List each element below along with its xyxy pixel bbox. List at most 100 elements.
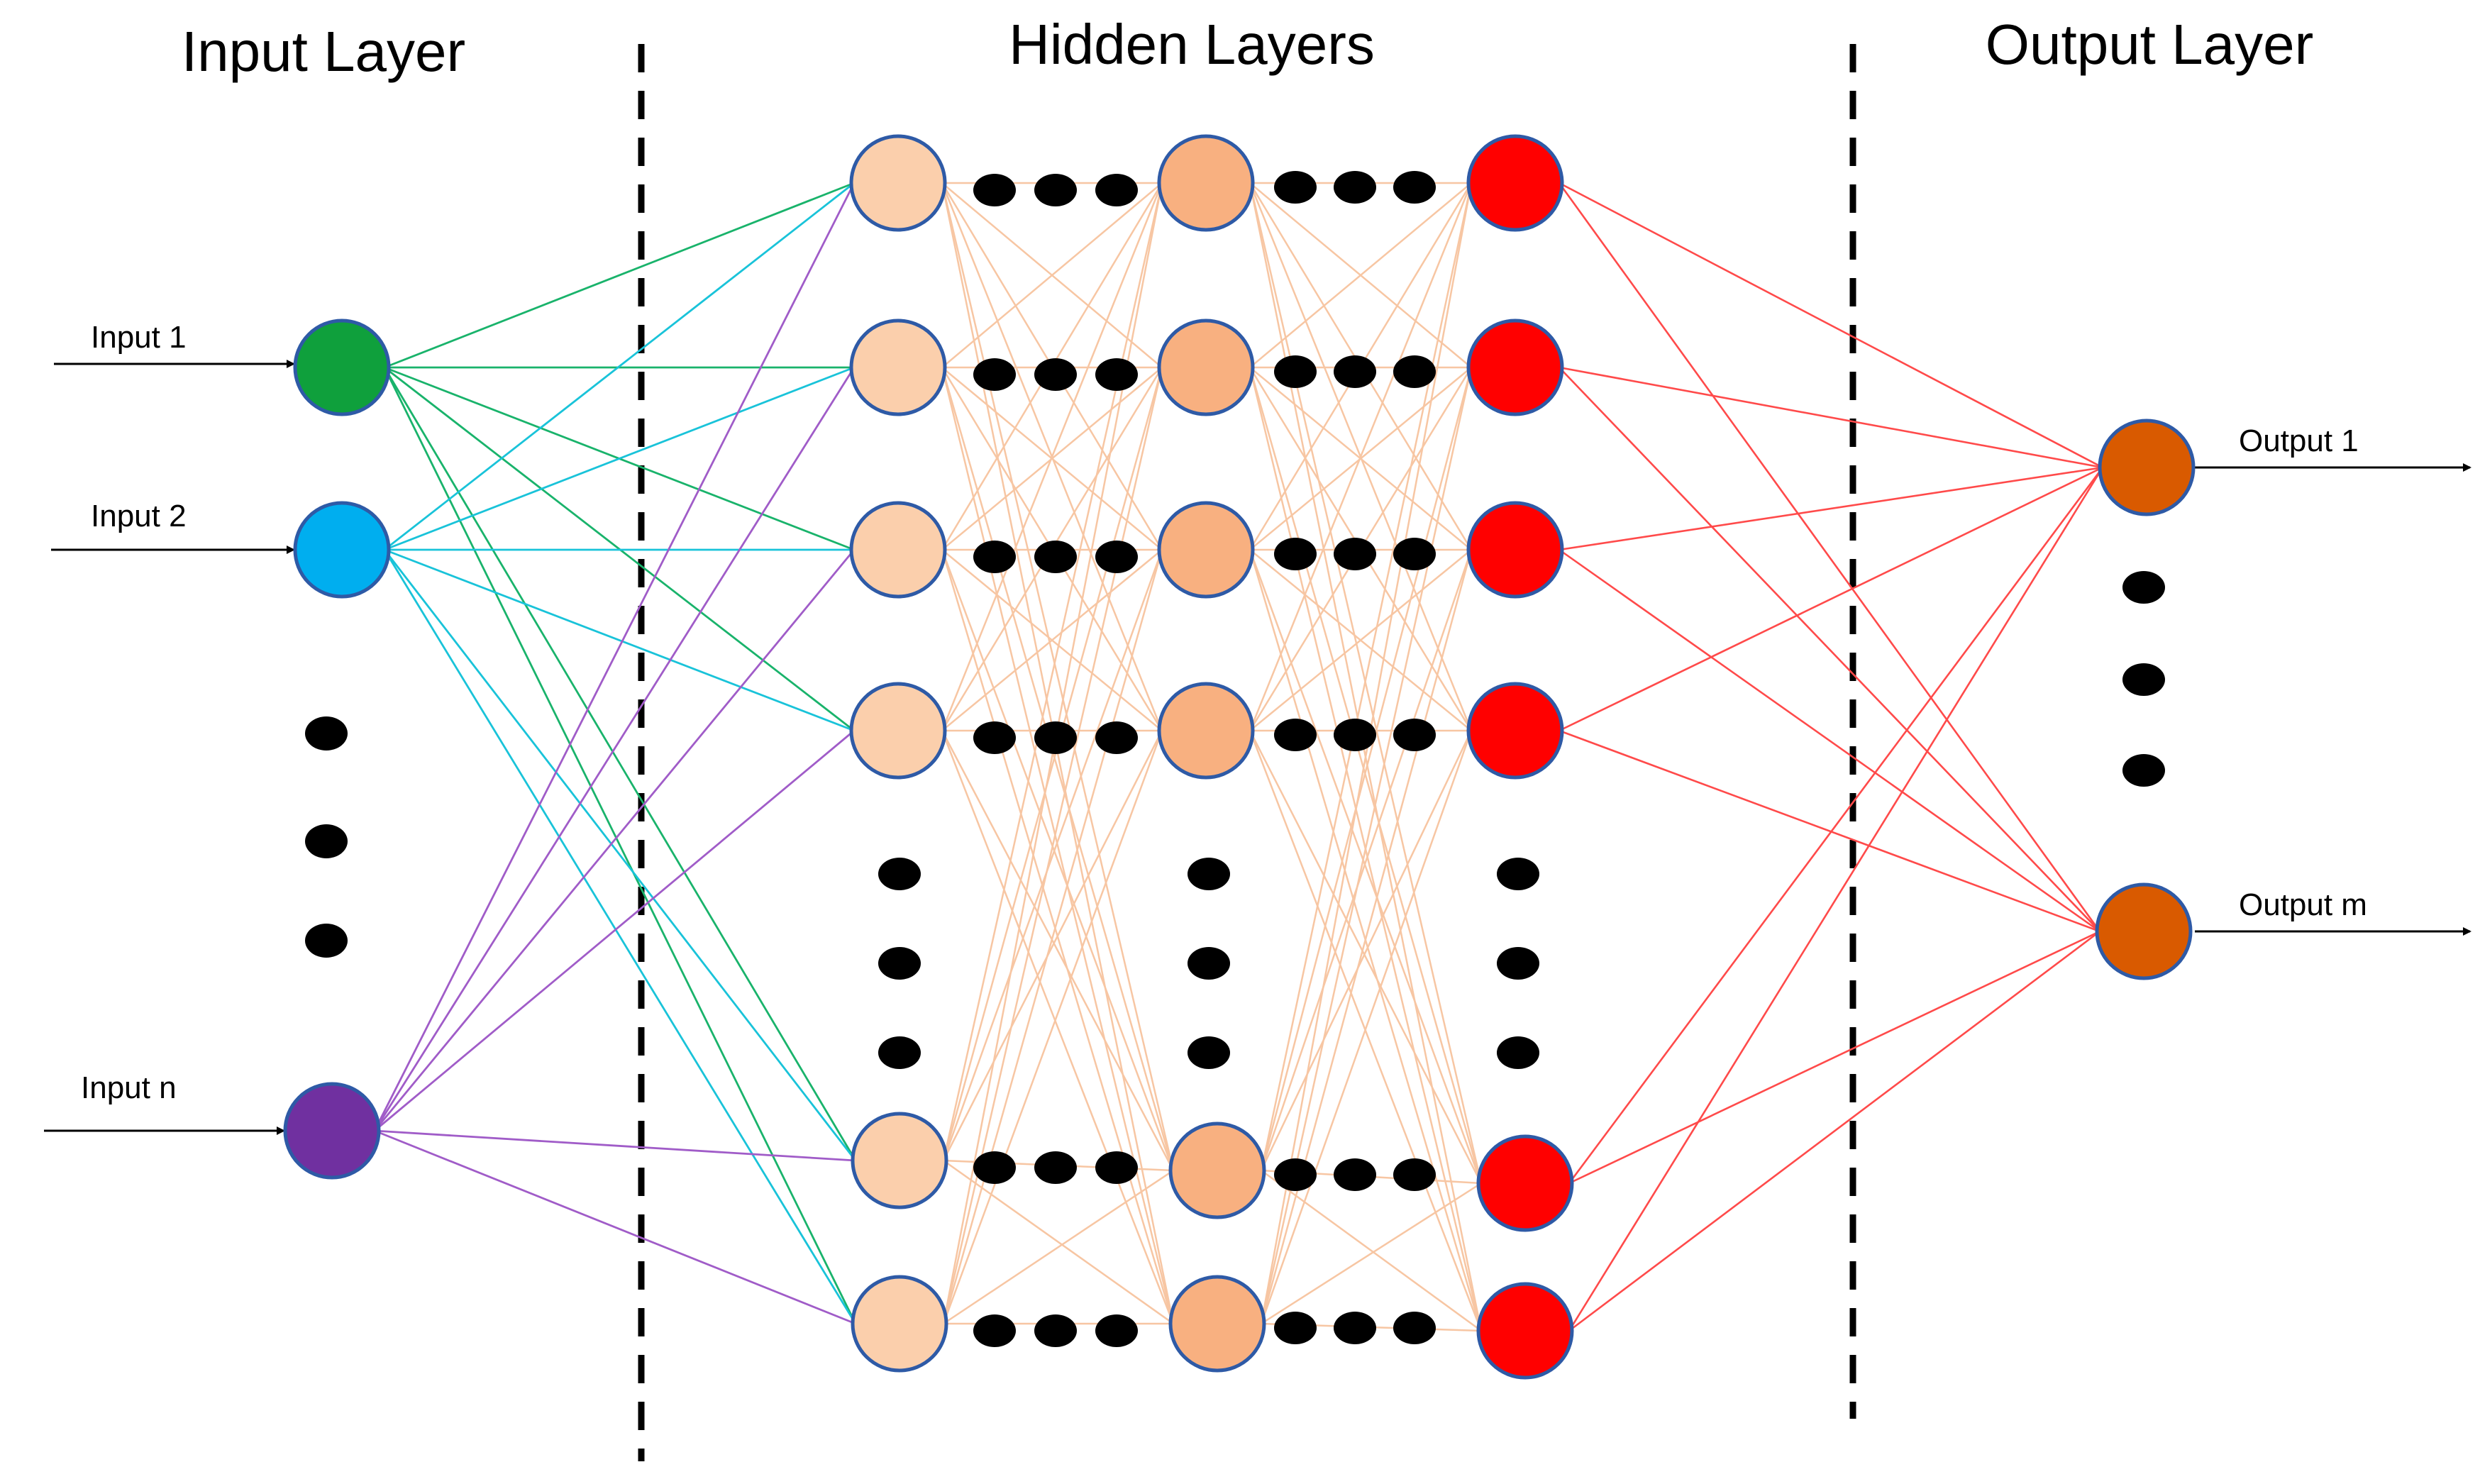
input-edge-1-4 <box>383 367 857 1161</box>
hidden-ellipsis-h1-4-0 <box>973 1151 1016 1184</box>
hidden-ellipsis-h2-2-2 <box>1393 538 1436 570</box>
hidden-ellipsis-h2-1-0 <box>1274 355 1317 388</box>
hidden-edge-1-1-0 <box>941 182 1163 368</box>
output-vertical-ellipsis-1 <box>2122 663 2165 696</box>
hidden-edge-2-3-2 <box>1249 549 1472 731</box>
input-edge-2-5 <box>383 549 857 1324</box>
hidden-ellipsis-h1-5-0 <box>973 1314 1016 1347</box>
hidden-ellipsis-h1-2-0 <box>973 541 1016 573</box>
hidden-layer-3-node-2 <box>1466 319 1564 416</box>
output-node-1 <box>2098 419 2196 516</box>
hidden-layer-3-node-6 <box>1476 1282 1574 1380</box>
input-edge-1-5 <box>383 367 857 1324</box>
hidden-layer-1-node-5 <box>851 1112 948 1209</box>
hidden-edge-2-2-4 <box>1249 549 1483 1184</box>
hidden-ellipsis-h1-3-1 <box>1034 721 1077 754</box>
hidden-vertical-ellipsis-3-2 <box>1497 1036 1539 1069</box>
input-edge-3-5 <box>374 1129 856 1325</box>
output-edge-4-0 <box>1568 467 2104 1184</box>
hidden-edge-2-1-4 <box>1249 367 1483 1184</box>
hidden-ellipsis-h2-0-2 <box>1393 171 1436 204</box>
hidden-ellipsis-h1-2-1 <box>1034 541 1077 573</box>
hidden-ellipsis-h2-4-1 <box>1334 1158 1376 1191</box>
hidden-ellipsis-h2-5-2 <box>1393 1312 1436 1344</box>
output-m-label: Output m <box>2239 887 2367 922</box>
input-edge-3-0 <box>373 182 856 1131</box>
hidden-ellipsis-h1-1-1 <box>1034 358 1077 391</box>
hidden-edge-1-4-5 <box>943 1159 1174 1325</box>
hidden-ellipsis-h1-1-2 <box>1095 358 1138 391</box>
input-edge-2-0 <box>384 182 855 551</box>
output-edge-5-0 <box>1568 467 2104 1331</box>
input-edge-2-3 <box>384 548 855 732</box>
hidden-ellipsis-h2-1-1 <box>1334 355 1376 388</box>
hidden-edge-2-4-1 <box>1260 367 1473 1171</box>
hidden-vertical-ellipsis-3-0 <box>1497 858 1539 890</box>
hidden-ellipsis-h2-5-1 <box>1334 1312 1376 1344</box>
output-edge-1-1 <box>1559 367 2100 932</box>
output-1-label: Output 1 <box>2239 423 2359 458</box>
hidden-ellipsis-h2-1-2 <box>1393 355 1436 388</box>
output-edge-2-0 <box>1559 466 2103 551</box>
input-edge-3-2 <box>373 549 856 1131</box>
input-n-label: Input n <box>81 1070 177 1105</box>
hidden-edge-2-1-0 <box>1249 182 1472 368</box>
input-vertical-ellipsis-1 <box>305 824 348 858</box>
hidden-ellipsis-h2-3-0 <box>1274 719 1317 751</box>
hidden-layer-1-node-1 <box>849 134 947 232</box>
hidden-edge-1-3-0 <box>941 182 1163 731</box>
hidden-ellipsis-h2-0-0 <box>1274 171 1317 204</box>
input-node-1 <box>293 319 391 416</box>
hidden-layer-1-node-4 <box>849 682 947 780</box>
hidden-layers-title: Hidden Layers <box>1009 13 1375 76</box>
output-edge-2-1 <box>1559 548 2100 933</box>
hidden-layer-1-node-6 <box>851 1275 948 1373</box>
hidden-edge-1-4-3 <box>942 730 1163 1161</box>
hidden-vertical-ellipsis-3-1 <box>1497 947 1539 980</box>
hidden-layer-2-node-6 <box>1168 1275 1266 1373</box>
input-2-label: Input 2 <box>91 499 187 533</box>
hidden-ellipsis-h2-3-2 <box>1393 719 1436 751</box>
hidden-edge-1-3-4 <box>941 730 1175 1171</box>
hidden-vertical-ellipsis-2-0 <box>1188 858 1230 890</box>
hidden-layer-3-node-3 <box>1466 501 1564 599</box>
input-layer-title: Input Layer <box>182 20 465 83</box>
hidden-edge-2-4-0 <box>1260 182 1473 1171</box>
hidden-ellipsis-h1-5-2 <box>1095 1314 1138 1347</box>
input-vertical-ellipsis-0 <box>305 716 348 751</box>
hidden-vertical-ellipsis-1-0 <box>878 858 921 890</box>
hidden-layer-1-node-2 <box>849 319 947 416</box>
hidden-edge-1-4-2 <box>942 549 1163 1161</box>
output-edge-3-0 <box>1559 466 2103 732</box>
output-edge-4-1 <box>1568 930 2100 1185</box>
hidden-edge-1-3-5 <box>941 730 1175 1324</box>
hidden-edge-1-4-1 <box>942 367 1163 1161</box>
input-edge-2-1 <box>384 366 855 551</box>
hidden-vertical-ellipsis-2-2 <box>1188 1036 1230 1069</box>
hidden-layer-1-node-3 <box>849 501 947 599</box>
hidden-edge-2-4-3 <box>1260 730 1473 1171</box>
hidden-ellipsis-h1-2-2 <box>1095 541 1138 573</box>
output-edge-3-1 <box>1559 729 2100 933</box>
output-connections <box>1558 182 2104 1332</box>
hidden-ellipsis-h1-4-2 <box>1095 1151 1138 1184</box>
output-layer-title: Output Layer <box>1986 13 2314 76</box>
hidden-edge-2-5-4 <box>1261 1182 1482 1325</box>
hidden-edge-1-5-2 <box>942 549 1163 1324</box>
output-edge-5-1 <box>1568 930 2100 1332</box>
hidden-edge-1-4-0 <box>942 182 1163 1161</box>
hidden-ellipsis-h2-0-1 <box>1334 171 1376 204</box>
hidden-layer-2-node-5 <box>1168 1122 1266 1219</box>
output-vertical-ellipsis-2 <box>2122 754 2165 787</box>
hidden-ellipsis-h2-4-2 <box>1393 1158 1436 1191</box>
hidden-edge-2-5-3 <box>1260 730 1473 1324</box>
hidden-edge-2-3-4 <box>1249 730 1483 1184</box>
ellipsis-dots <box>305 171 2165 1347</box>
output-edge-0-0 <box>1559 182 2103 469</box>
hidden-ellipsis-h2-3-1 <box>1334 719 1376 751</box>
hidden-edge-2-5-2 <box>1260 549 1473 1324</box>
input-edge-1-0 <box>384 182 855 369</box>
hidden-ellipsis-h2-5-0 <box>1274 1312 1317 1344</box>
hidden-ellipsis-h1-0-1 <box>1034 174 1077 206</box>
input-connections <box>373 182 857 1325</box>
